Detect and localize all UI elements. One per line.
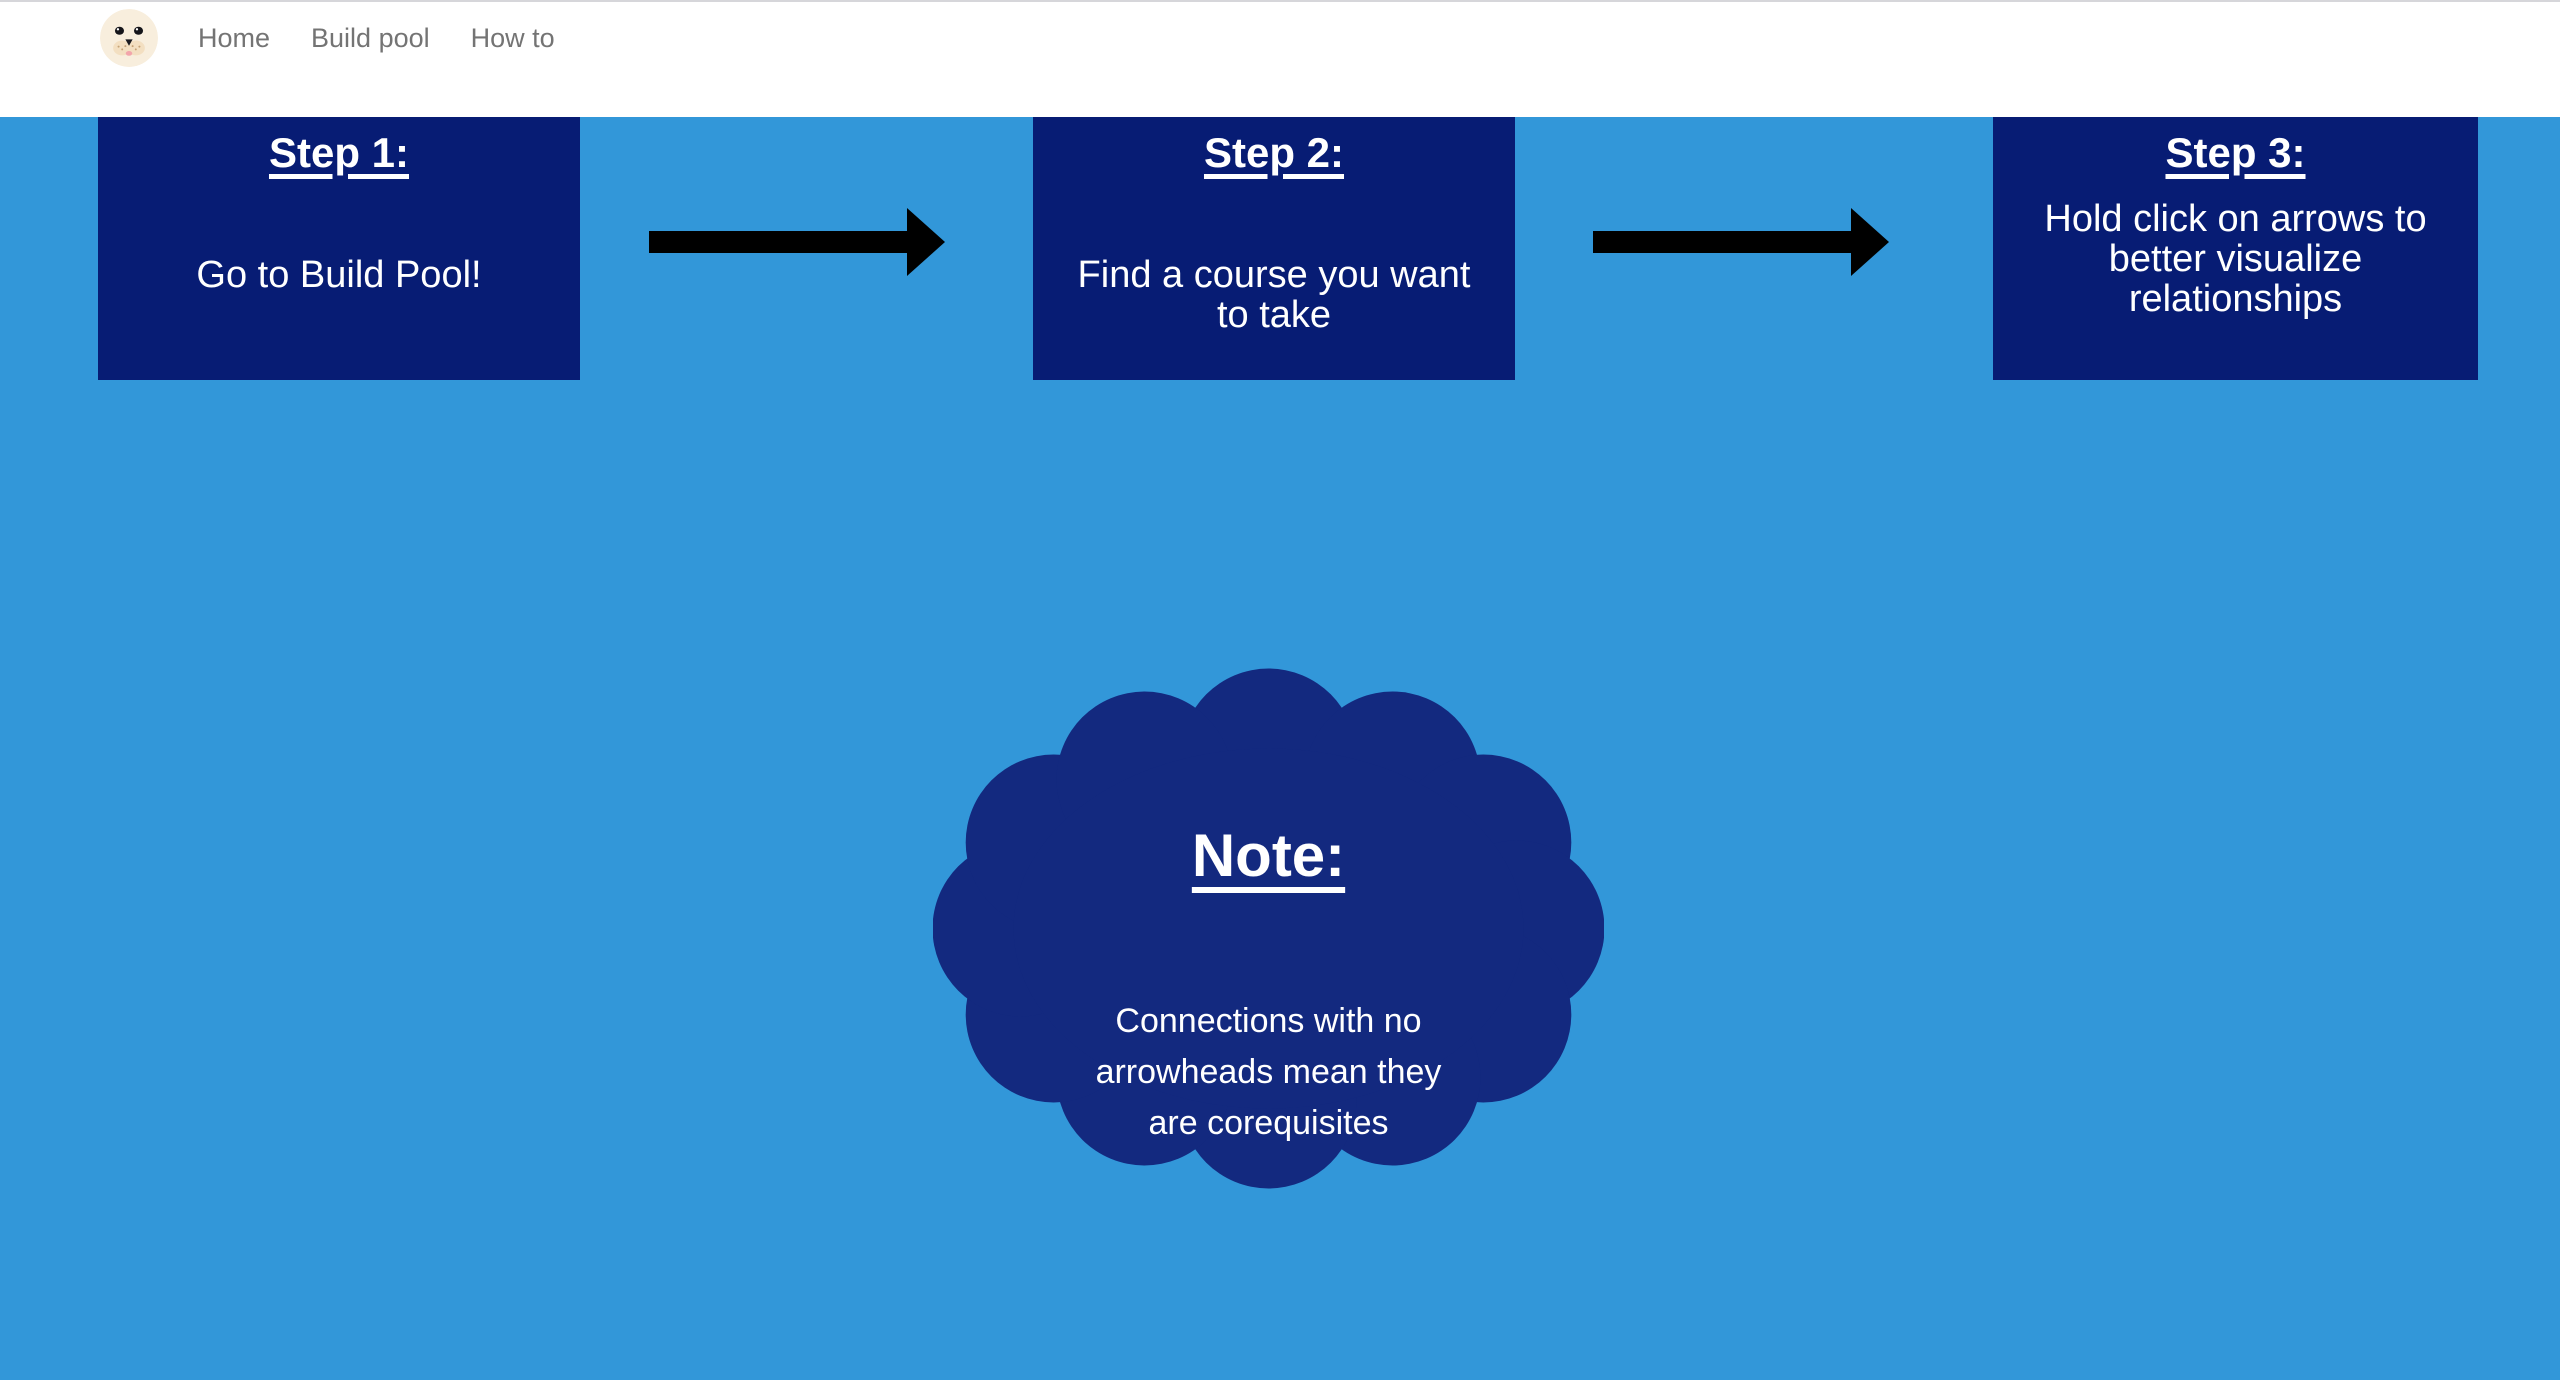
note-body: Connections with no arrowheads mean they… <box>933 996 1604 1149</box>
seal-face-avatar-icon[interactable] <box>100 9 158 67</box>
how-to-content: Step 1: Go to Build Pool! Step 2: Find a… <box>0 117 2560 1380</box>
step-2-body-line: to take <box>1216 294 1332 336</box>
note-heading: Note: <box>1191 822 1346 889</box>
step-3-heading: Step 3: <box>2165 129 2306 176</box>
step-1-body-line: Go to Build Pool! <box>196 254 482 296</box>
step-3-body-line: relationships <box>2128 278 2343 320</box>
step-2-heading: Step 2: <box>1203 129 1345 176</box>
step-1-box: Step 1: Go to Build Pool! <box>98 117 580 380</box>
step-3-body-line: Hold click on arrows to <box>2044 198 2427 240</box>
flow-arrow-2 <box>1593 207 1889 277</box>
step-3-body-line: better visualize <box>2108 238 2363 280</box>
step-3-body: Hold click on arrows to better visualize… <box>1993 199 2478 319</box>
right-arrow-icon <box>649 208 945 276</box>
main-nav: Home Build pool How to <box>198 23 555 54</box>
right-arrow-icon <box>1593 208 1889 276</box>
flower-shape-icon <box>933 668 1604 1189</box>
step-2-body-line: Find a course you want <box>1077 254 1471 296</box>
note-body-line: are corequisites <box>1148 1104 1389 1142</box>
top-nav-bar: Home Build pool How to <box>0 0 2560 117</box>
flow-arrow-1 <box>649 207 945 277</box>
note-body-line: arrowheads mean they <box>1095 1053 1442 1091</box>
note-body-line: Connections with no <box>1115 1002 1422 1040</box>
step-3-box: Step 3: Hold click on arrows to better v… <box>1993 117 2478 380</box>
step-2-box: Step 2: Find a course you want to take <box>1033 117 1515 380</box>
step-2-body: Find a course you want to take <box>1033 255 1515 335</box>
nav-item-build-pool[interactable]: Build pool <box>311 22 430 53</box>
step-1-body: Go to Build Pool! <box>98 255 580 295</box>
nav-item-home[interactable]: Home <box>198 22 271 53</box>
nav-item-how-to[interactable]: How to <box>470 22 555 53</box>
note-callout: Note: Connections with no arrowheads mea… <box>933 666 1604 1191</box>
step-1-heading: Step 1: <box>268 129 410 176</box>
top-nav-inner: Home Build pool How to <box>0 2 2560 69</box>
